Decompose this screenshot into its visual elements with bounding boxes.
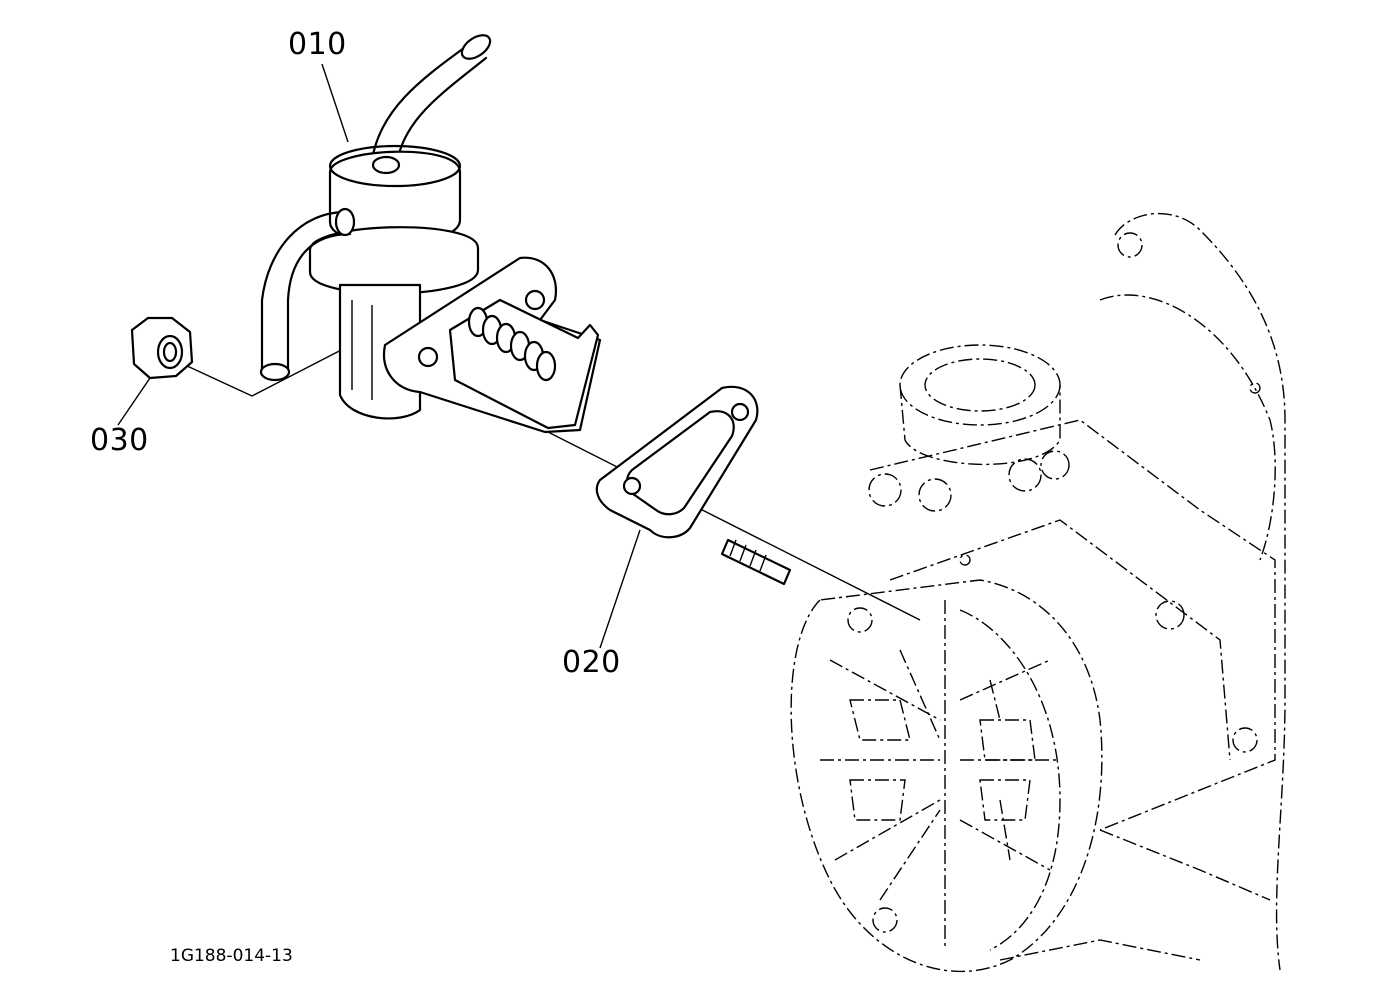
callout-020[interactable]: 020	[562, 645, 621, 680]
engine-block	[790, 212, 1286, 973]
fuel-pump-010	[259, 34, 602, 434]
callout-030[interactable]: 030	[90, 423, 149, 458]
spring	[467, 306, 557, 382]
flange-nut-030	[130, 316, 194, 380]
figure-id: 1G188-014-13	[170, 946, 293, 966]
gasket-020	[595, 385, 759, 539]
leader-lines	[117, 63, 921, 649]
stud-bolt	[720, 538, 792, 586]
callout-010[interactable]: 010	[288, 27, 347, 62]
